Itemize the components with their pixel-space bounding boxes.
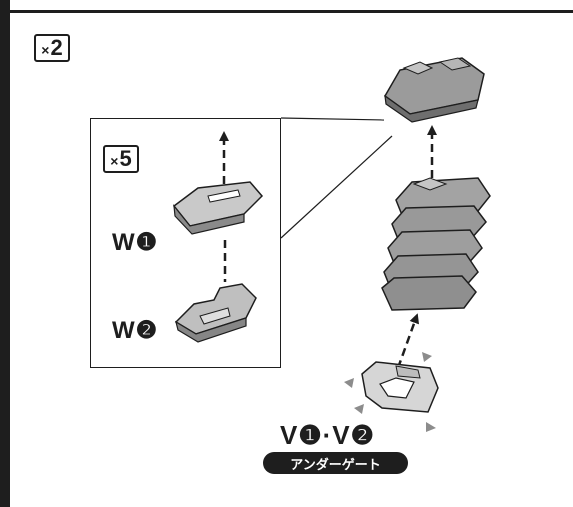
page-edge-bar <box>0 0 10 507</box>
callout-lines <box>280 117 393 239</box>
label-w1: W❶ <box>112 229 159 256</box>
inset-detail-box <box>90 118 281 368</box>
gate-markers <box>344 352 436 432</box>
top-cover-part <box>384 57 485 123</box>
w1-part <box>172 181 264 235</box>
quantity-badge-outer: × 2 <box>34 34 70 62</box>
multiply-sign: × <box>110 152 119 169</box>
quantity-badge-inset: × 5 <box>103 145 139 173</box>
arrow-v-to-stack <box>396 313 420 369</box>
quantity-number: 2 <box>50 35 63 60</box>
w2-part <box>174 283 257 343</box>
multiply-sign: × <box>41 41 50 58</box>
quantity-number: 5 <box>119 146 132 171</box>
stacked-plates <box>381 177 491 311</box>
under-gate-badge: アンダーゲート <box>263 452 408 474</box>
label-v: V❶·V❷ <box>280 420 375 450</box>
top-rule <box>10 0 573 13</box>
label-w2: W❷ <box>112 317 159 344</box>
v-frame-part <box>361 361 439 413</box>
